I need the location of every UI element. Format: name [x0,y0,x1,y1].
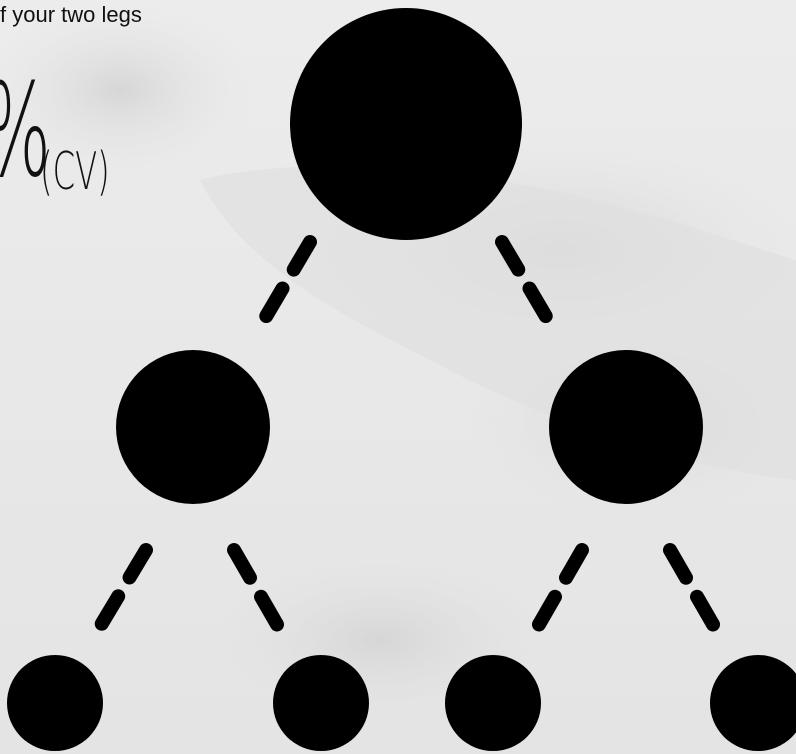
edge-left-leftright [227,543,293,647]
edge-right-rightleft [523,543,589,647]
edge-root-right [495,235,561,337]
node-right [549,350,703,504]
stat-unit: (CV) [40,142,110,202]
edge-root-left [251,235,317,337]
node-left-right [273,655,369,751]
node-right-right [710,655,796,751]
edge-right-rightright [663,543,729,647]
caption-text: f your two legs [0,2,142,27]
node-right-left [445,655,541,751]
stat-value: % [0,68,51,196]
node-left [116,350,270,504]
edge-left-leftleft [85,543,153,647]
node-left-left [7,655,103,751]
node-root [290,8,522,240]
